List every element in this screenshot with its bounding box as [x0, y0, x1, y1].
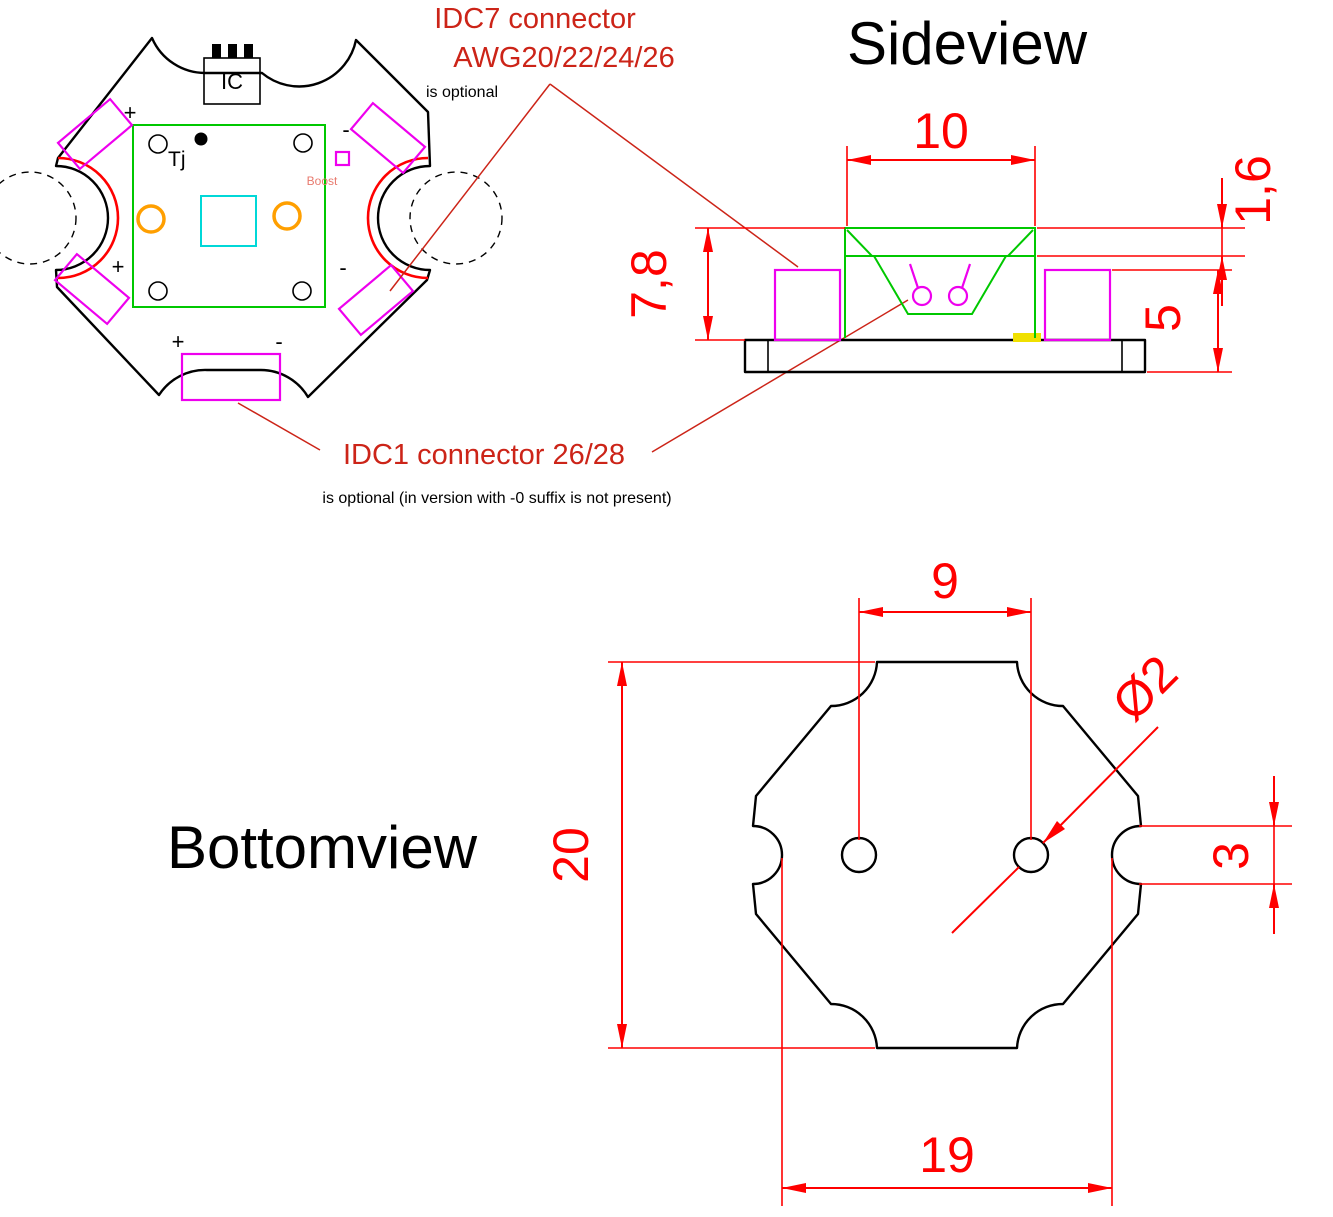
led-reflector-cup [873, 255, 1007, 315]
dimension-board-width: 19 [781, 858, 1113, 1206]
thermal-pad-square [200, 195, 257, 247]
idc1-leader-line [651, 299, 909, 453]
ic-pin [212, 44, 221, 58]
keepout-arc-right [366, 156, 429, 280]
pcb-top-view: IC Tj Boost + - + - + - [0, 36, 503, 402]
arrowhead [1043, 821, 1065, 843]
dimension-hole-diameter: Ø2 [951, 645, 1189, 934]
solder-fillet [1013, 333, 1041, 342]
bottom-view: Bottomview 9 20 Ø2 [167, 553, 1292, 1206]
tj-test-point [194, 132, 208, 146]
dimension-hole-spacing: 9 [858, 553, 1032, 840]
idc1-leader-line [237, 402, 321, 451]
pad-hole [293, 133, 313, 153]
mounting-circle-left [0, 171, 77, 265]
tj-label: Tj [168, 148, 186, 171]
solder-pad-top-right [349, 101, 427, 175]
polarity-plus-top: + [124, 100, 137, 125]
mounting-hole-left [840, 836, 878, 874]
dimension-board-height: 20 [543, 661, 875, 1049]
dim-label-total-height: 5 [1135, 304, 1191, 332]
ic-label: IC [221, 69, 243, 94]
idc7-annotation-line1: IDC7 connector [434, 3, 636, 35]
dim-label-notch-width: 3 [1203, 842, 1259, 870]
dim-label-hole-diameter: Ø2 [1102, 645, 1189, 732]
pad-hole [148, 281, 168, 301]
polarity-plus-bottom: + [172, 329, 185, 354]
dimension-total-height: 5 [1112, 269, 1232, 373]
solder-pad-top-left [56, 97, 134, 171]
idc1-optional-note: is optional (in version with -0 suffix i… [322, 490, 671, 507]
ic-pin [228, 44, 237, 58]
ic-component: IC [203, 44, 261, 105]
led-package-outline [844, 227, 1036, 338]
leader-line [951, 866, 1020, 934]
solder-pad-mid-right [337, 263, 415, 337]
ic-pin [244, 44, 253, 58]
star-board-outline-bottom [751, 660, 1143, 1050]
star-board-outline [54, 36, 432, 399]
callout-annotations: IDC7 connector AWG20/22/24/26 is optiona… [237, 3, 909, 507]
led-footprint-square [132, 124, 326, 308]
polarity-minus-mid: - [339, 255, 346, 280]
polarity-minus-bottom: - [275, 329, 282, 354]
bottomview-title: Bottomview [167, 814, 478, 881]
polarity-plus-mid: + [112, 254, 125, 279]
polarity-minus-top: - [342, 117, 349, 142]
dimension-notch-width: 3 [1139, 776, 1292, 934]
bond-wire [960, 263, 972, 289]
side-view: Sideview 10 7,8 [621, 10, 1281, 374]
pad-hole [148, 134, 168, 154]
idc1-connector-pad [180, 352, 282, 402]
idc1-annotation-label: IDC1 connector 26/28 [343, 439, 625, 471]
dim-label-hole-spacing: 9 [931, 553, 959, 609]
led-package-chamfer [1007, 229, 1034, 257]
boost-pad [334, 150, 351, 167]
idc7-leader-line [549, 83, 799, 268]
mounting-hole-right [1012, 836, 1050, 874]
board-side-profile [743, 338, 1147, 374]
dimension-body-width: 10 [846, 103, 1036, 226]
dim-label-body-width: 10 [913, 103, 969, 159]
sideview-title: Sideview [847, 10, 1088, 77]
via-right [272, 201, 302, 231]
dim-label-body-height: 7,8 [621, 249, 677, 319]
bond-wire-pad [911, 285, 933, 307]
idc7-leader-line [389, 83, 551, 292]
dim-label-board-height: 20 [543, 827, 599, 883]
leader-line [1042, 726, 1159, 844]
dimension-body-height: 7,8 [621, 227, 845, 341]
idc-connector-side-left [773, 268, 842, 342]
via-left [136, 204, 166, 234]
idc7-annotation-line2: AWG20/22/24/26 [453, 42, 674, 74]
boost-label: Boost [307, 174, 338, 188]
solder-pad-mid-left [53, 252, 131, 326]
bond-wire [908, 263, 920, 289]
dimension-board-thickness: 1,6 [1037, 155, 1281, 306]
idc7-optional-note: is optional [426, 84, 498, 101]
bond-wire-pad [947, 285, 969, 307]
idc-connector-side-right [1043, 268, 1112, 342]
pad-hole [292, 281, 312, 301]
dim-label-board-thickness: 1,6 [1225, 155, 1281, 225]
led-package-chamfer [846, 229, 873, 257]
mounting-circle-right [409, 171, 503, 265]
dim-label-board-width: 19 [919, 1127, 975, 1183]
